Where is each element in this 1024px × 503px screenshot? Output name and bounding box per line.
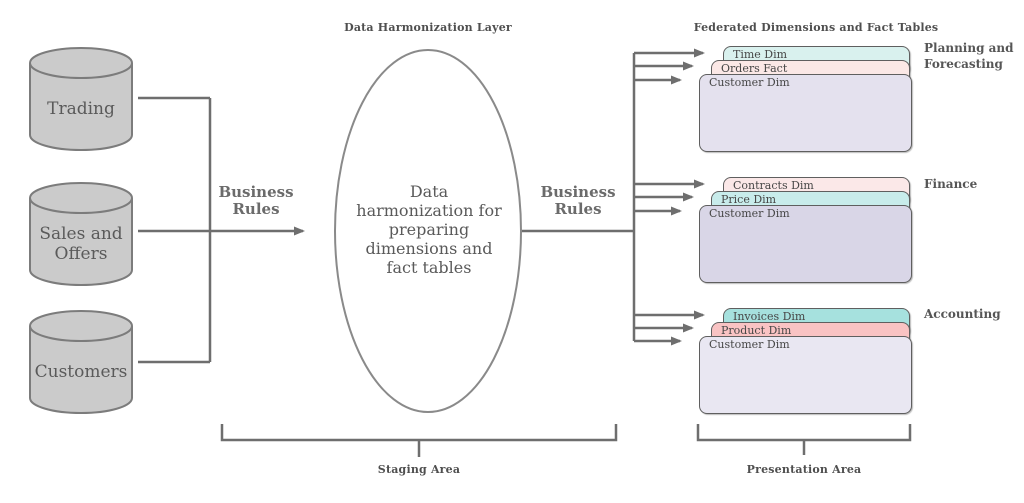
table-label: Invoices Dim (733, 310, 806, 323)
group-label-finance: Finance (924, 177, 978, 191)
left-connector-lines (138, 96, 305, 364)
federated-tables-heading: Federated Dimensions and Fact Tables (693, 21, 939, 34)
table-customer-dim-1: Customer Dim (699, 74, 912, 152)
staging-area-label: Staging Area (377, 463, 461, 476)
database-cylinder-icon (29, 47, 133, 151)
table-label: Customer Dim (709, 76, 790, 89)
presentation-area-label: Presentation Area (746, 463, 862, 476)
business-rules-label-right: Business Rules (540, 183, 616, 219)
presentation-area-bracket (696, 424, 912, 442)
table-customer-dim-3: Customer Dim (699, 336, 912, 414)
database-cylinder-icon (29, 182, 133, 286)
right-connector-lines (522, 48, 705, 346)
business-rules-label-left: Business Rules (218, 183, 294, 219)
harmonization-ellipse-text: Data harmonization for preparing dimensi… (356, 182, 502, 277)
source-cylinder-customers: Customers (28, 309, 134, 415)
table-label: Product Dim (721, 324, 792, 337)
table-label: Customer Dim (709, 338, 790, 351)
database-cylinder-icon (29, 310, 133, 414)
group-label-planning-forecasting: Planning and Forecasting (924, 41, 1014, 72)
source-label-trading: Trading (47, 99, 115, 120)
harmonization-layer-heading: Data Harmonization Layer (344, 21, 512, 34)
group-label-accounting: Accounting (924, 307, 1001, 321)
table-label: Customer Dim (709, 207, 790, 220)
source-cylinder-sales-offers: Sales and Offers (28, 181, 134, 287)
source-cylinder-trading: Trading (28, 46, 134, 152)
staging-area-bracket (220, 424, 618, 442)
source-label-customers: Customers (34, 362, 128, 383)
harmonization-ellipse-shape (334, 49, 522, 413)
table-label: Price Dim (721, 193, 777, 206)
table-customer-dim-2: Customer Dim (699, 205, 912, 283)
source-label-sales-offers: Sales and Offers (39, 224, 123, 264)
table-label: Contracts Dim (733, 179, 814, 192)
table-label: Time Dim (733, 48, 788, 61)
area-brackets (220, 424, 912, 457)
table-label: Orders Fact (721, 62, 788, 75)
